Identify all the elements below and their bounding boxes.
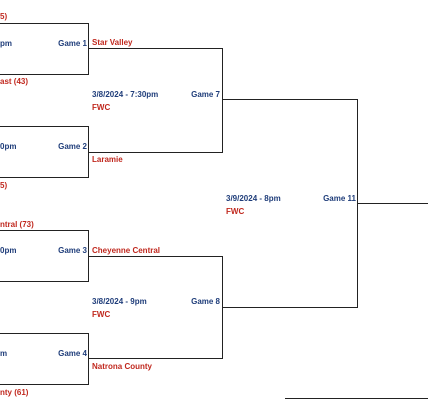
game3-top-line: [0, 230, 88, 231]
game7-top-line: [88, 48, 223, 49]
game11-date: 3/9/2024 - 8pm: [226, 194, 281, 203]
game3-bottom-line: [0, 281, 89, 282]
game8-bottom-line: [88, 358, 223, 359]
game4-connector: [88, 333, 89, 385]
game3-top-team: ntral (73): [0, 220, 34, 229]
game7-date: 3/8/2024 - 7:30pm: [92, 90, 159, 99]
game4-time: m: [0, 349, 8, 358]
game7-bottom-team: Laramie: [92, 155, 123, 164]
game2-bottom-team: 5): [0, 181, 8, 190]
game1-bottom-team: ast (43): [0, 77, 29, 86]
game2-bottom-line: [0, 177, 89, 178]
final-bottom-line: [285, 398, 428, 399]
game7-site: FWC: [92, 103, 111, 112]
game2-label: Game 2: [58, 142, 87, 151]
game8-site: FWC: [92, 310, 111, 319]
game7-label: Game 7: [191, 90, 220, 99]
game8-label: Game 8: [191, 297, 220, 306]
game11-site: FWC: [226, 207, 245, 216]
game1-time: pm: [0, 39, 12, 48]
game1-top-line: [0, 23, 88, 24]
game8-top-team: Cheyenne Central: [92, 246, 161, 255]
game3-label: Game 3: [58, 246, 87, 255]
game2-time: 0pm: [0, 142, 17, 151]
game4-bottom-team: nty (61): [0, 388, 29, 397]
game3-time: 0pm: [0, 246, 17, 255]
game1-label: Game 1: [58, 39, 87, 48]
game8-top-line: [88, 256, 223, 257]
game8-date: 3/8/2024 - 9pm: [92, 297, 147, 306]
game11-label: Game 11: [323, 194, 356, 203]
game1-bottom-line: [0, 74, 89, 75]
game2-top-line: [0, 126, 88, 127]
game4-bottom-line: [0, 384, 89, 385]
game4-label: Game 4: [58, 349, 87, 358]
game7-connector: [222, 48, 223, 153]
game8-bottom-team: Natrona County: [92, 362, 152, 371]
game4-top-line: [0, 333, 88, 334]
game7-bottom-line: [88, 152, 223, 153]
game1-top-team: 5): [0, 12, 8, 21]
game1-connector: [88, 23, 89, 75]
game7-top-team: Star Valley: [92, 38, 133, 47]
game11-top-line: [222, 99, 358, 100]
game11-bottom-line: [222, 307, 358, 308]
final-top-line: [357, 203, 428, 204]
